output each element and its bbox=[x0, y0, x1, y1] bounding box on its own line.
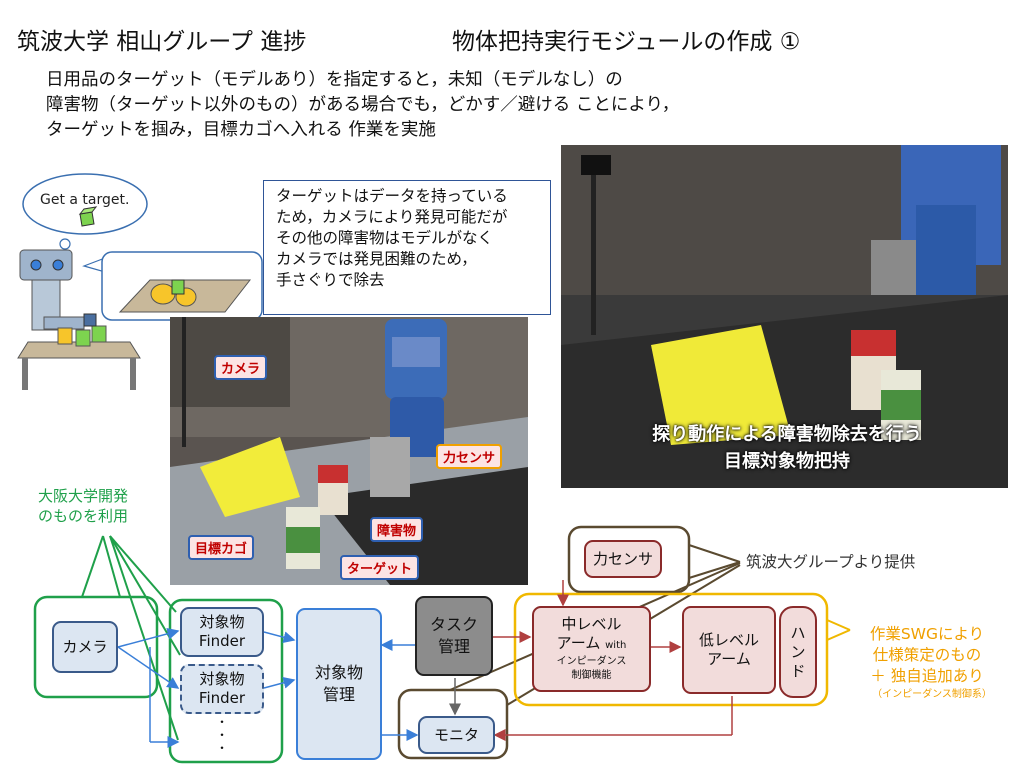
label-basket: 目標カゴ bbox=[188, 535, 255, 560]
mid-arm-line-2: アーム bbox=[556, 634, 601, 652]
swg-label-line-3: ＋ 独自追加あり bbox=[870, 667, 984, 685]
caption-line-1: 探り動作による障害物除去を行う bbox=[652, 424, 922, 445]
finder-node-1: 対象物 Finder bbox=[180, 607, 264, 657]
label-obstacle: 障害物 bbox=[370, 517, 424, 542]
note-line-2: ため，カメラにより発見可能だが bbox=[276, 208, 508, 226]
mid-arm-line-3: インピーダンス bbox=[556, 656, 627, 667]
swg-label: 作業SWGにより 仕様策定のもの ＋ 独自追加あり （インピーダンス制御系） bbox=[842, 624, 1012, 703]
robot-setup-photo: カメラ 力センサ 障害物 目標カゴ ターゲット bbox=[170, 317, 528, 585]
mid-arm-line-2-row: アーム with bbox=[557, 634, 627, 655]
finder-2-line-1: 対象物 bbox=[199, 670, 245, 688]
photo-caption: 探り動作による障害物除去を行う 目標対象物把持 bbox=[577, 421, 997, 475]
osaka-label-line-1: 大阪大学開発 bbox=[38, 487, 129, 505]
task-line-1: タスク bbox=[429, 615, 478, 634]
hand-line-1: ハ bbox=[790, 623, 806, 642]
label-target: ターゲット bbox=[340, 555, 420, 580]
tsukuba-label: 筑波大グループより提供 bbox=[746, 553, 916, 571]
finder-1-line-1: 対象物 bbox=[199, 613, 245, 631]
mid-level-arm-node: 中レベル アーム with インピーダンス 制御機能 bbox=[532, 606, 651, 692]
low-arm-line-1: 低レベル bbox=[698, 631, 759, 649]
finder-more-dots: ・ ・ ・ bbox=[216, 715, 229, 755]
task-management-node: タスク 管理 bbox=[415, 596, 493, 676]
swg-label-line-4: （インピーダンス制御系） bbox=[872, 689, 992, 700]
swg-label-line-1: 作業SWGにより bbox=[869, 625, 985, 643]
note-line-4: カメラでは発見困難のため， bbox=[276, 250, 477, 268]
finder-node-2: 対象物 Finder bbox=[180, 664, 264, 714]
intro-line-1: 日用品のターゲット（モデルあり）を指定すると，未知（モデルなし）の bbox=[46, 70, 623, 90]
note-line-5: 手さぐりで除去 bbox=[276, 271, 385, 289]
intro-text: 日用品のターゲット（モデルあり）を指定すると，未知（モデルなし）の 障害物（ター… bbox=[46, 68, 679, 143]
note-line-3: その他の障害物はモデルがなく bbox=[276, 229, 494, 247]
object-management-node: 対象物 管理 bbox=[296, 608, 382, 760]
monitor-node: モニタ bbox=[418, 716, 495, 754]
label-camera: カメラ bbox=[214, 355, 268, 380]
hand-line-2: ン bbox=[790, 642, 806, 661]
task-line-2: 管理 bbox=[437, 637, 470, 656]
force-sensor-node: 力センサ bbox=[584, 540, 662, 578]
intro-line-2: 障害物（ターゲット以外のもの）がある場合でも，どかす／避ける ことにより， bbox=[46, 95, 680, 115]
mid-arm-line-4: 制御機能 bbox=[571, 670, 612, 681]
target-cube-icon bbox=[78, 206, 98, 227]
mid-arm-line-1: 中レベル bbox=[561, 615, 622, 633]
finder-2-line-2: Finder bbox=[198, 689, 246, 707]
note-box: ターゲットはデータを持っている ため，カメラにより発見可能だが その他の障害物は… bbox=[263, 180, 551, 315]
mid-arm-with: with bbox=[605, 640, 627, 651]
robot-illustration: Get a target. bbox=[17, 173, 263, 390]
finder-1-line-2: Finder bbox=[198, 632, 246, 650]
osaka-label-line-2: のものを利用 bbox=[38, 507, 129, 525]
page-title: 物体把持実行モジュールの作成 ① bbox=[452, 29, 801, 55]
experiment-photo: 探り動作による障害物除去を行う 目標対象物把持 bbox=[561, 145, 1008, 488]
bubble-text: Get a target. bbox=[40, 192, 129, 208]
group-title: 筑波大学 相山グループ 進捗 bbox=[17, 29, 307, 55]
thought-bubble bbox=[22, 173, 148, 259]
label-force-sensor: 力センサ bbox=[436, 444, 503, 469]
low-arm-line-2: アーム bbox=[707, 650, 751, 668]
object-mgmt-line-2: 管理 bbox=[322, 685, 355, 704]
note-line-1: ターゲットはデータを持っている bbox=[276, 187, 508, 205]
caption-line-2: 目標対象物把持 bbox=[724, 451, 850, 472]
osaka-label: 大阪大学開発 のものを利用 bbox=[38, 486, 128, 526]
camera-node: カメラ bbox=[52, 621, 118, 673]
intro-line-3: ターゲットを掴み，目標カゴへ入れる 作業を実施 bbox=[46, 120, 436, 140]
low-level-arm-node: 低レベル アーム bbox=[682, 606, 776, 694]
hand-line-3: ド bbox=[790, 661, 806, 680]
object-mgmt-line-1: 対象物 bbox=[314, 663, 363, 682]
hand-node: ハ ン ド bbox=[779, 606, 817, 698]
swg-label-line-2: 仕様策定のもの bbox=[872, 646, 982, 664]
camera-group-outline bbox=[33, 595, 159, 699]
